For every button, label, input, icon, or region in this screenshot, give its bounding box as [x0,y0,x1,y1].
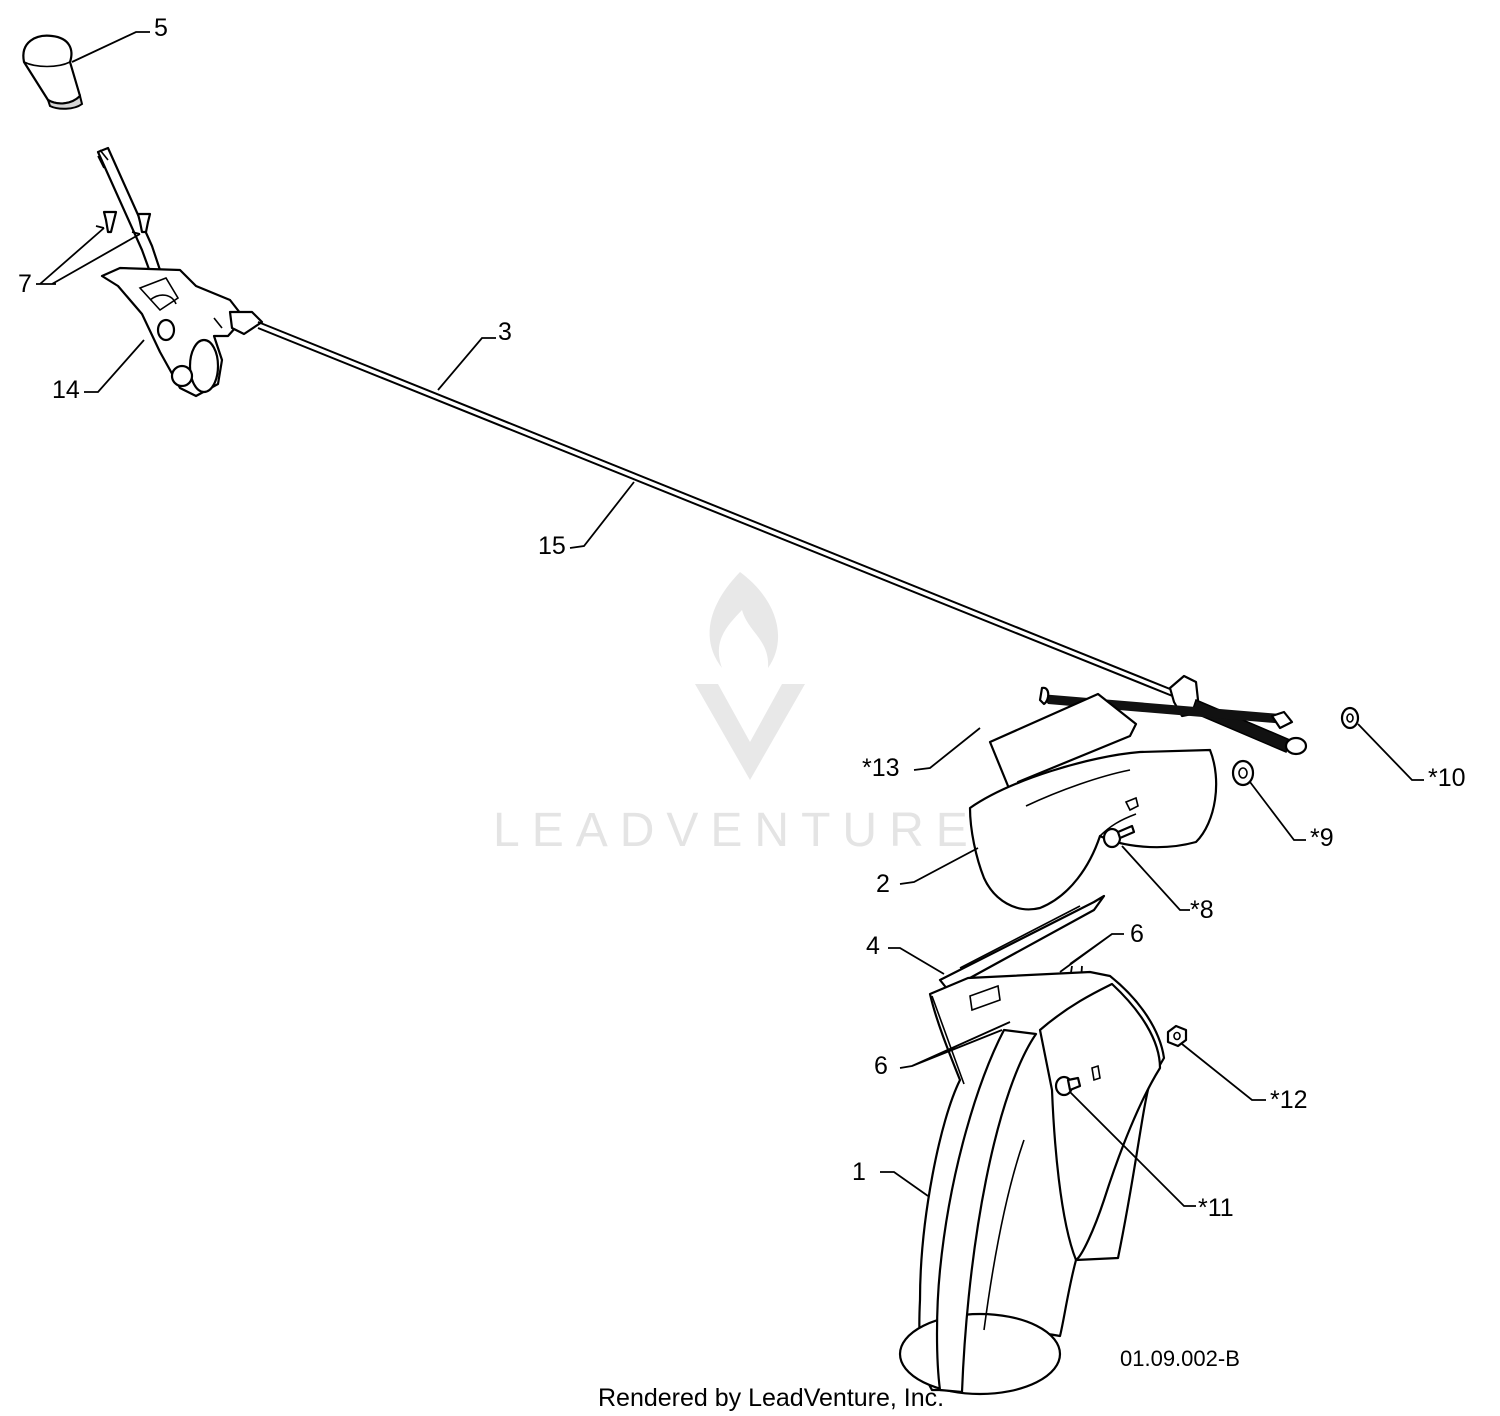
part-washer-9 [1231,759,1255,787]
callout-11: *11 [1198,1194,1234,1222]
part-chute [898,970,1166,1396]
callout-2: 2 [876,870,890,898]
part-cable [257,321,1181,700]
callout-8: *8 [1190,896,1214,924]
part-nut-10 [1340,706,1360,730]
callout-10: *10 [1428,764,1466,792]
watermark: LEADVENTURE [493,572,980,857]
callout-7: 7 [18,270,32,298]
part-bolt-11 [1054,1075,1082,1097]
callout-5: 5 [154,14,168,42]
drawing-number: 01.09.002-B [1120,1346,1240,1371]
leader-lines [36,31,1424,1207]
part-shift-lever-assembly [96,146,264,398]
part-deflector [968,692,1218,911]
part-screws [102,210,152,234]
callout-labels: 5 7 3 14 15 *13 *10 *9 2 *8 4 6 6 *12 1 … [18,14,1466,1222]
callout-3: 3 [498,318,512,346]
watermark-flame-logo [695,572,805,780]
callout-15: 15 [538,532,566,560]
render-credit: Rendered by LeadVenture, Inc. [598,1384,944,1412]
watermark-text: LEADVENTURE [493,804,980,857]
callout-12: *12 [1270,1086,1308,1114]
callout-6-upper: 6 [1130,920,1144,948]
callout-14: 14 [52,376,80,404]
part-nut-12 [1166,1024,1188,1048]
callout-9: *9 [1310,824,1334,852]
callout-4: 4 [866,932,880,960]
part-knob [22,34,84,110]
callout-1: 1 [852,1158,866,1186]
part-bolt-8 [1102,824,1136,849]
callout-6-lower: 6 [874,1052,888,1080]
callout-13: *13 [862,754,900,782]
